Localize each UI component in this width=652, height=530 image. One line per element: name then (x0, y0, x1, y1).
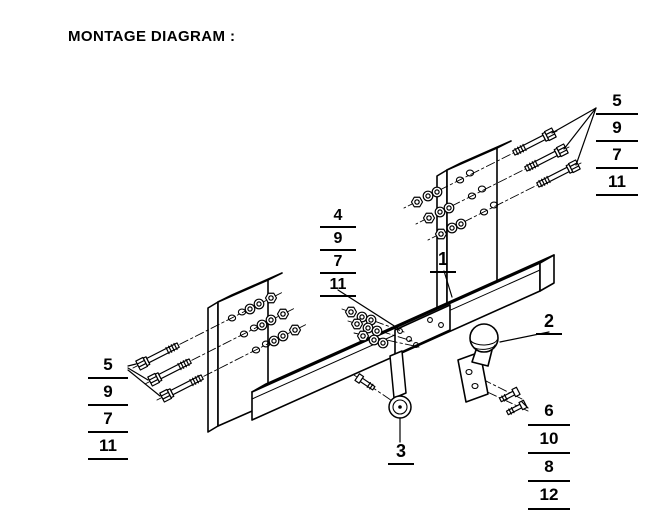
part-number: 8 (528, 454, 570, 482)
washer-icon (268, 335, 280, 347)
bolt-icon (354, 373, 377, 393)
nut-icon (344, 306, 358, 318)
bolt-icon (498, 386, 521, 405)
center-plate-holes (397, 317, 444, 348)
part-label-socket-plate: 3 (388, 441, 414, 465)
washer-icon (368, 334, 380, 346)
bolt-icon (522, 143, 569, 174)
washer-icon (265, 314, 277, 326)
nut-icon (434, 228, 448, 240)
part-label-towball: 2 (536, 311, 562, 335)
part-number: 7 (88, 406, 128, 433)
part-number: 7 (320, 251, 356, 274)
callout-stack-center-fasteners: 4 9 7 11 (320, 205, 356, 297)
nut-icon (264, 292, 278, 304)
part-number: 11 (88, 433, 128, 460)
bolt-icon (135, 340, 182, 371)
socket-plate (388, 350, 412, 419)
part-number: 5 (88, 352, 128, 379)
part-number: 10 (528, 426, 570, 454)
part-number: 4 (320, 205, 356, 228)
nut-icon (356, 330, 370, 342)
callout-stack-left-fasteners: 5 9 7 11 (88, 352, 128, 460)
towball (457, 323, 499, 403)
washer-icon (422, 190, 434, 202)
part-number: 7 (596, 142, 638, 169)
bolt-icon (159, 372, 206, 403)
callout-stack-right-fasteners: 5 9 7 11 (596, 88, 638, 196)
part-number: 9 (320, 228, 356, 251)
washer-icon (377, 337, 389, 349)
part-label-crossbeam: 1 (430, 249, 456, 273)
washer-icon (277, 330, 289, 342)
right-side-bracket (436, 140, 512, 313)
page-title: MONTAGE DIAGRAM : (68, 28, 236, 45)
nut-icon (422, 212, 436, 224)
part-number: 9 (88, 379, 128, 406)
washer-icon (371, 325, 383, 337)
nut-icon (276, 308, 290, 320)
nut-icon (350, 318, 364, 330)
bolt-icon (510, 127, 557, 158)
center-mounting-plate (394, 304, 451, 356)
washer-icon (443, 202, 455, 214)
part-number: 6 (528, 398, 570, 426)
part-number: 5 (596, 88, 638, 115)
part-number: 9 (596, 115, 638, 142)
part-number: 12 (528, 482, 570, 510)
bolt-icon (505, 399, 528, 418)
washer-icon (431, 186, 443, 198)
part-number: 11 (596, 169, 638, 196)
washer-icon (244, 303, 256, 315)
washer-icon (253, 298, 265, 310)
nut-icon (410, 196, 424, 208)
nut-icon (288, 324, 302, 336)
part-number: 11 (320, 274, 356, 297)
bolt-icon (147, 356, 194, 387)
callout-stack-towball-fasteners: 6 10 8 12 (528, 398, 570, 510)
washer-icon (434, 206, 446, 218)
washer-icon (446, 222, 458, 234)
washer-icon (455, 218, 467, 230)
washer-icon (256, 319, 268, 331)
bolt-icon (534, 159, 581, 190)
